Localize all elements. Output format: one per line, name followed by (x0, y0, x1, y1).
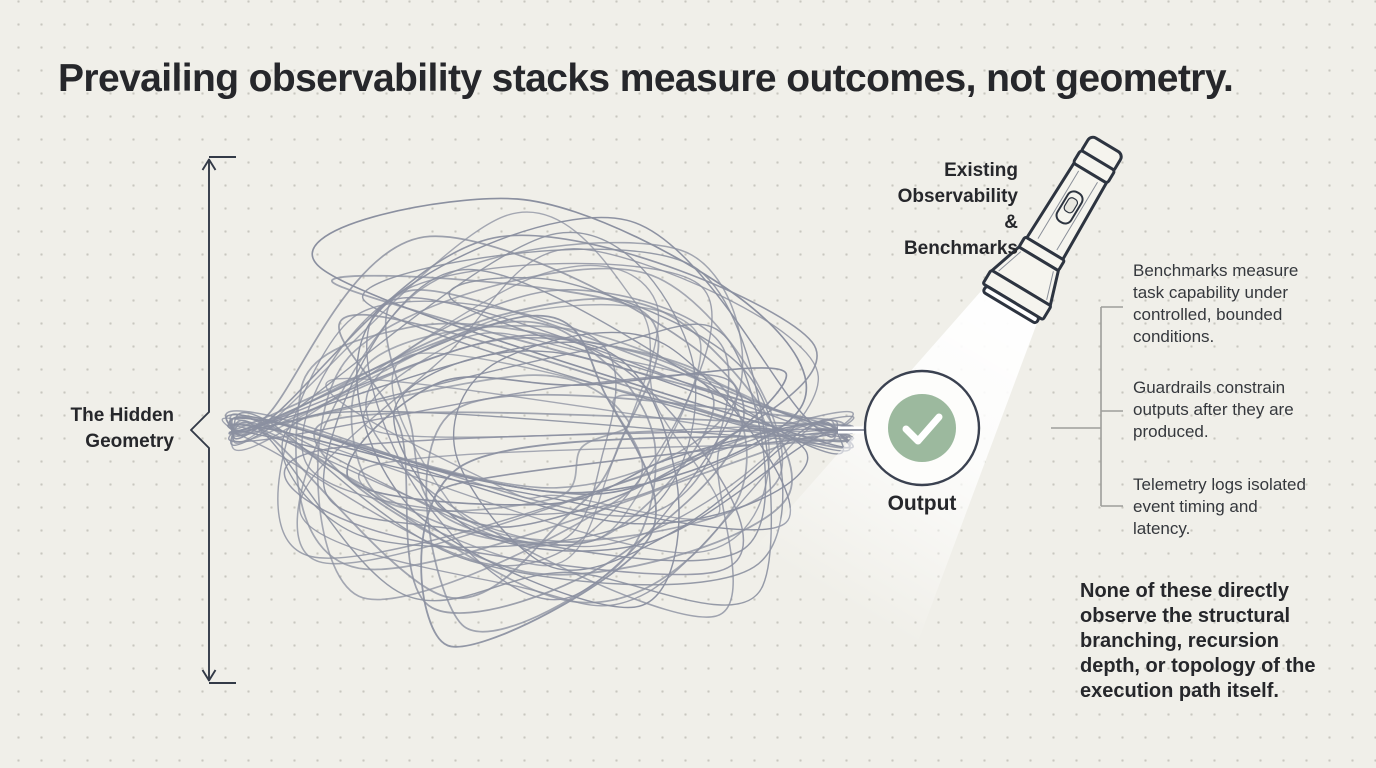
observation-item-benchmarks: Benchmarks measure task capability under… (1133, 261, 1299, 346)
observations-bracket (1051, 306, 1123, 507)
hidden-geometry-tangle (221, 197, 855, 648)
dimension-bracket (190, 156, 236, 684)
check-badge (888, 394, 956, 462)
hidden-geometry-label: The Hidden Geometry (70, 405, 174, 452)
observation-item-telemetry: Telemetry logs isolated event timing and… (1133, 475, 1306, 538)
flashlight-icon (982, 135, 1123, 325)
output-node (863, 369, 981, 487)
observation-item-guardrails: Guardrails constrain outputs after they … (1133, 378, 1294, 441)
conclusion-text: None of these directly observe the struc… (1080, 580, 1316, 702)
page-title: Prevailing observability stacks measure … (58, 57, 1234, 100)
flashlight-label: Existing Observability & Benchmarks (897, 160, 1018, 259)
output-label: Output (887, 492, 957, 515)
check-icon (902, 413, 943, 445)
